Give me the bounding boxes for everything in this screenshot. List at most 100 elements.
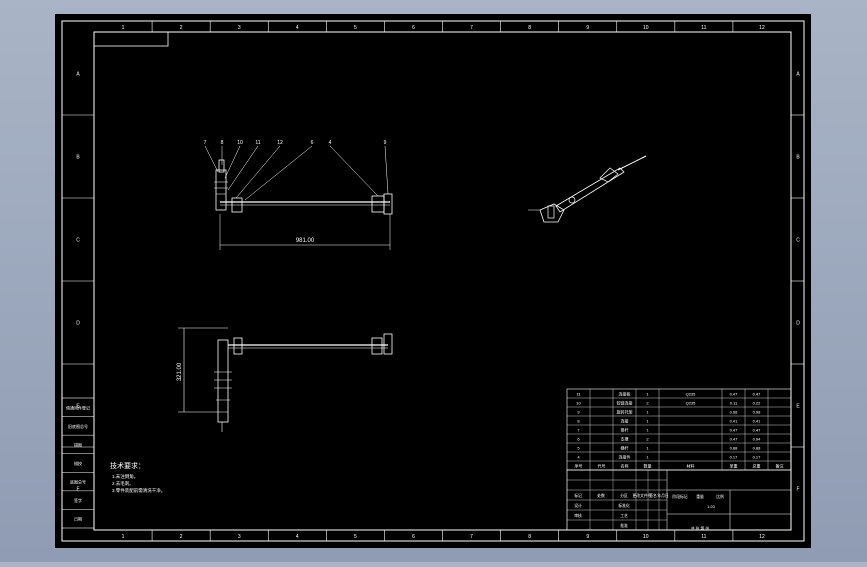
title-label: 分区 — [620, 493, 628, 498]
column-label: 3 — [238, 534, 241, 540]
balloon-9: 9 — [384, 140, 387, 146]
bom-cell-note2: 0.88 — [753, 446, 762, 451]
column-label: 8 — [528, 25, 531, 31]
bom-cell-no: 6 — [577, 437, 580, 442]
title-label: 审核 — [574, 513, 582, 518]
column-label: 10 — [643, 25, 649, 31]
arm-tip — [617, 155, 647, 171]
bom-cell-no: 10 — [576, 401, 581, 406]
bom-cell-note2: 0.47 — [753, 428, 762, 433]
bom-cell-no: 7 — [577, 428, 580, 433]
column-label: 3 — [238, 25, 241, 31]
column-label: 9 — [586, 534, 589, 540]
bom-cell-no: 11 — [576, 392, 581, 397]
row-label: C — [796, 238, 800, 244]
bottom-rod-detail — [214, 371, 232, 401]
row-label: D — [76, 321, 80, 327]
bom-cell-name: 连接 — [621, 418, 629, 424]
row-label: E — [76, 404, 80, 410]
bom-cell-no: 4 — [577, 455, 580, 460]
bom-cell-note1: 0.98 — [730, 410, 739, 415]
title-label: 更改文件号 — [633, 493, 652, 498]
row-label: C — [76, 238, 80, 244]
balloon-4: 4 — [329, 140, 332, 146]
bom-cell-note1: 0.88 — [730, 446, 739, 451]
bom-cell-note2: 0.41 — [753, 419, 762, 424]
leader-line — [224, 145, 241, 179]
bom-cell-qty: 1 — [646, 410, 649, 415]
bom-cell-note1: 0.47 — [730, 437, 739, 442]
row-label: F — [76, 487, 79, 493]
column-label: 9 — [586, 25, 589, 31]
rod-detail — [214, 181, 228, 195]
column-label: 2 — [180, 25, 183, 31]
column-label: 6 — [412, 534, 415, 540]
column-label: 1 — [122, 534, 125, 540]
row-label: B — [76, 155, 80, 161]
balloon-10: 10 — [237, 140, 243, 146]
bom-header-cell: 总重 — [753, 463, 761, 469]
title-label: 共 张 第 张 — [691, 526, 710, 531]
bom-cell-no: 8 — [577, 419, 580, 424]
bom-cell-note2: 0.17 — [753, 455, 762, 460]
leader-line — [244, 145, 313, 201]
title-label: 签名 — [649, 493, 657, 498]
balloon-11: 11 — [255, 140, 260, 146]
column-label: 7 — [470, 25, 473, 31]
title-label: 比例 — [716, 494, 724, 499]
bom-cell-material: Q235 — [686, 392, 697, 397]
title-label: 标记 — [574, 493, 582, 498]
title-label: 设计 — [574, 503, 582, 508]
strip-frame — [61, 397, 95, 529]
dimension-981: 981.00 — [296, 238, 315, 244]
bracket-base — [539, 203, 565, 223]
strip-label: 日期 — [74, 516, 82, 522]
bom-cell-name: 铰链连接 — [617, 400, 633, 406]
leader-line — [204, 145, 219, 173]
corner-tag-box — [93, 31, 169, 47]
column-label: 4 — [296, 25, 299, 31]
bottom-support-left — [233, 337, 243, 355]
pivot-circle — [568, 196, 576, 204]
bom-cell-note2: 0.22 — [753, 401, 762, 406]
bottom-support-right — [371, 337, 383, 355]
balloon-7: 7 — [204, 140, 207, 146]
row-label: F — [796, 487, 799, 493]
bom-cell-name: 旋转托架 — [617, 409, 633, 415]
leader-line — [329, 145, 379, 197]
bom-cell-note1: 0.47 — [730, 428, 739, 433]
bom-cell-name: 连接板 — [619, 391, 631, 397]
title-label: 工艺 — [620, 513, 628, 518]
bom-header-cell: 名称 — [621, 463, 629, 469]
bom-cell-note1: 0.17 — [730, 455, 739, 460]
bottom-view: 321.00 — [177, 327, 393, 432]
tech-note-2: 2.去毛刺。 — [112, 480, 134, 487]
bracket-plate — [547, 205, 555, 219]
title-label: 处数 — [597, 493, 605, 498]
bom-header-cell: 数量 — [644, 463, 652, 469]
column-label: 11 — [701, 534, 706, 540]
balloon-12: 12 — [277, 140, 283, 146]
leader-line — [384, 145, 389, 195]
arm-joint — [599, 167, 619, 183]
column-label: 8 — [528, 534, 531, 540]
strip-label: 底图总号 — [70, 479, 86, 485]
tech-notes-title: 技术要求： — [110, 461, 145, 470]
bom-header-cell: 单重 — [730, 463, 738, 469]
bom-cell-qty: 1 — [646, 419, 649, 424]
bom-cell-name: 连接件 — [619, 454, 631, 460]
row-label: D — [796, 321, 800, 327]
tech-note-3: 3.零件装配前需清洗干净。 — [112, 487, 165, 494]
bom-cell-note2: 0.98 — [753, 410, 762, 415]
strip-label: 签字 — [74, 497, 82, 503]
